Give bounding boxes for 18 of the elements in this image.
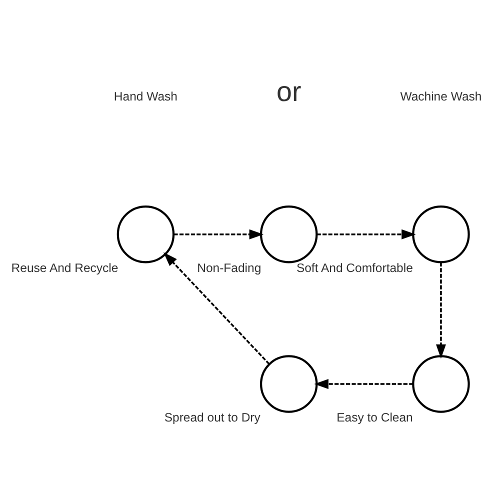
node-circle (260, 204, 318, 263)
label: or (276, 75, 302, 106)
node-circle (260, 354, 318, 412)
node-circle (116, 204, 175, 263)
arrow (163, 252, 270, 364)
arrow (314, 378, 414, 388)
node-label: Spread out to Dry (164, 410, 260, 424)
node-circle (412, 354, 470, 412)
arrow (436, 262, 446, 358)
node-label: Reuse And Recycle (11, 260, 118, 274)
node-label: Easy to Clean (336, 410, 413, 424)
label: Hand Wash (114, 89, 178, 104)
label: Wachine Wash (400, 89, 482, 104)
arrow (316, 228, 416, 239)
arrow (174, 228, 264, 239)
node-circle (412, 204, 470, 263)
node-label: Non-Fading (197, 260, 262, 274)
node-label: Soft And Comfortable (296, 260, 413, 274)
